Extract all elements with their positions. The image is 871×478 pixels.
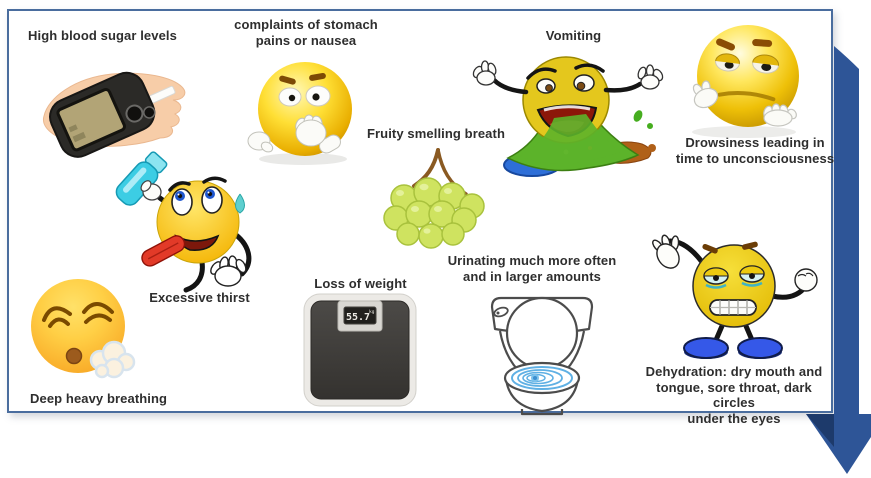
label-excessive-thirst: Excessive thirst xyxy=(149,290,250,305)
label-dehydration: Dehydration: dry mouth and tongue, sore … xyxy=(645,364,823,426)
grapes-icon xyxy=(383,148,485,249)
dehydrated-emoji-icon xyxy=(652,234,818,359)
scale-display-unit: kg xyxy=(369,309,375,315)
label-fruity-breath: Fruity smelling breath xyxy=(366,126,505,141)
vomiting-emoji-icon xyxy=(472,56,664,177)
label-frequent-urination: Urinating much more often and in larger … xyxy=(447,253,617,284)
exhaling-emoji-icon xyxy=(31,279,136,379)
label-high-blood-sugar: High blood sugar levels xyxy=(28,28,177,43)
scale-display-value: 55.7 xyxy=(346,312,370,323)
hand-over-mouth-emoji-icon xyxy=(247,62,352,165)
weighing-scale-icon: 55.7 kg xyxy=(303,293,417,407)
label-deep-breathing: Deep heavy breathing xyxy=(30,391,168,406)
label-drowsiness: Drowsiness leading in time to unconsciou… xyxy=(675,135,835,166)
label-loss-of-weight: Loss of weight xyxy=(314,276,407,291)
drowsy-emoji-icon xyxy=(692,25,799,138)
glucose-meter-in-hand-icon xyxy=(42,71,186,158)
label-stomach-pains: complaints of stomach pains or nausea xyxy=(234,17,378,48)
drinking-water-emoji-icon xyxy=(115,151,252,293)
label-vomiting: Vomiting xyxy=(545,28,602,43)
toilet-icon xyxy=(490,296,594,416)
